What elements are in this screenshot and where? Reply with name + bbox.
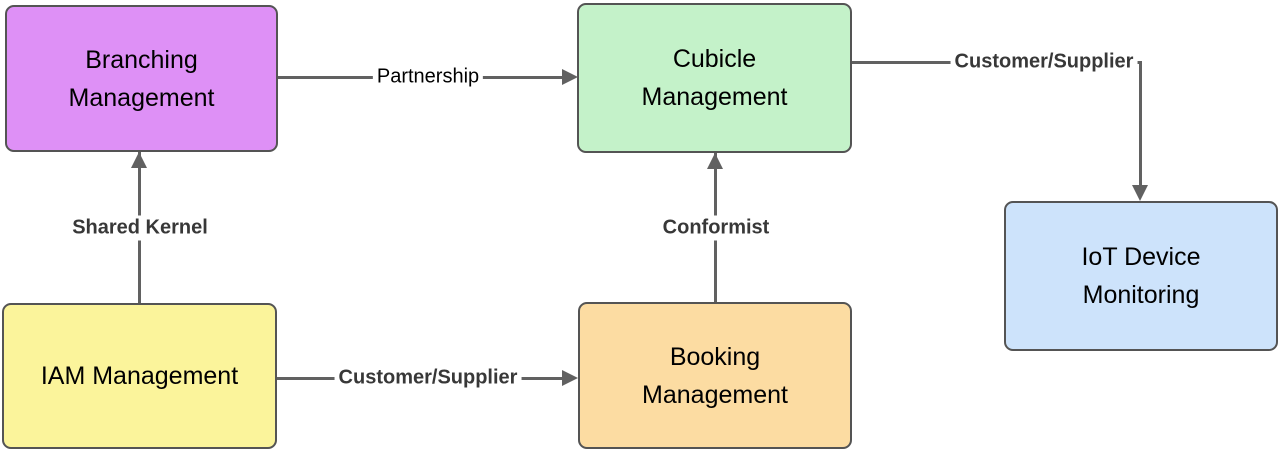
edge-customer-supplier-bottom-arrowhead-icon [562,370,578,386]
edge-partnership-arrowhead-icon [562,69,578,85]
node-label-line: Management [641,83,788,111]
node-cubicle-management-label: Cubicle Management [642,40,788,116]
edge-label-customer-supplier-top: Customer/Supplier [950,49,1138,75]
edge-label-customer-supplier-bottom: Customer/Supplier [334,365,522,391]
node-branching-management: Branching Management [5,5,278,152]
node-label-line: Management [642,380,788,409]
edge-shared-kernel-arrowhead-icon [131,152,147,168]
edge-label-conformist: Conformist [658,215,774,241]
edge-label-shared-kernel: Shared Kernel [68,215,212,241]
node-label-line: Monitoring [1082,281,1200,309]
node-iot-device-monitoring: IoT Device Monitoring [1004,201,1278,351]
node-label-line: Branching [85,45,198,74]
edge-label-partnership: Partnership [372,64,484,90]
node-iam-management-label: IAM Management [41,357,238,395]
node-label-line: IoT Device [1081,243,1201,271]
edge-customer-supplier-top-arrowhead-icon [1132,185,1148,201]
node-branching-management-label: Branching Management [69,41,215,117]
node-label-line: IAM Management [40,362,239,390]
node-label-line: Management [68,83,215,112]
node-booking-management-label: Booking Management [642,338,788,414]
node-iot-device-monitoring-label: IoT Device Monitoring [1081,238,1200,314]
node-label-line: Cubicle [672,45,757,73]
edge-customer-supplier-top-vline [1139,61,1142,188]
edge-conformist-arrowhead-icon [707,153,723,169]
node-booking-management: Booking Management [578,302,852,449]
node-label-line: Booking [669,342,761,371]
node-cubicle-management: Cubicle Management [577,3,852,153]
node-iam-management: IAM Management [2,303,277,449]
